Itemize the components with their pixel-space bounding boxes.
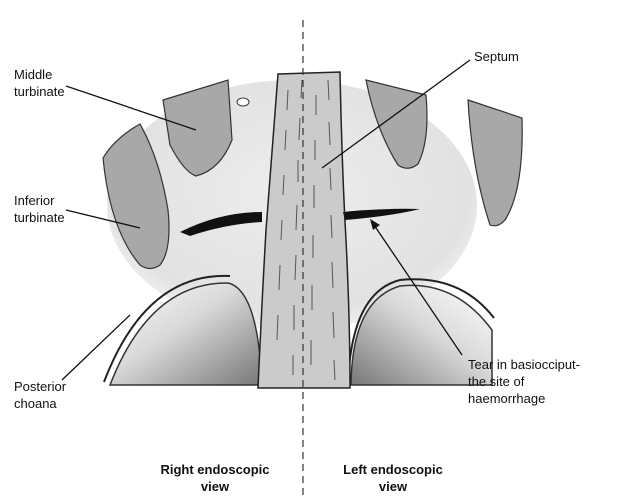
- label-posterior-choana: Posterior choana: [14, 378, 66, 412]
- label-tear: Tear in basiocciput- the site of haemorr…: [468, 356, 580, 407]
- small-cell: [237, 98, 249, 106]
- label-middle-turbinate: Middle turbinate: [14, 66, 65, 100]
- right-choana: [110, 283, 262, 385]
- label-right-endoscopic-view: Right endoscopic view: [140, 461, 290, 495]
- label-left-endoscopic-view: Left endoscopic view: [318, 461, 468, 495]
- label-inferior-turbinate: Inferior turbinate: [14, 192, 65, 226]
- label-septum: Septum: [474, 48, 519, 65]
